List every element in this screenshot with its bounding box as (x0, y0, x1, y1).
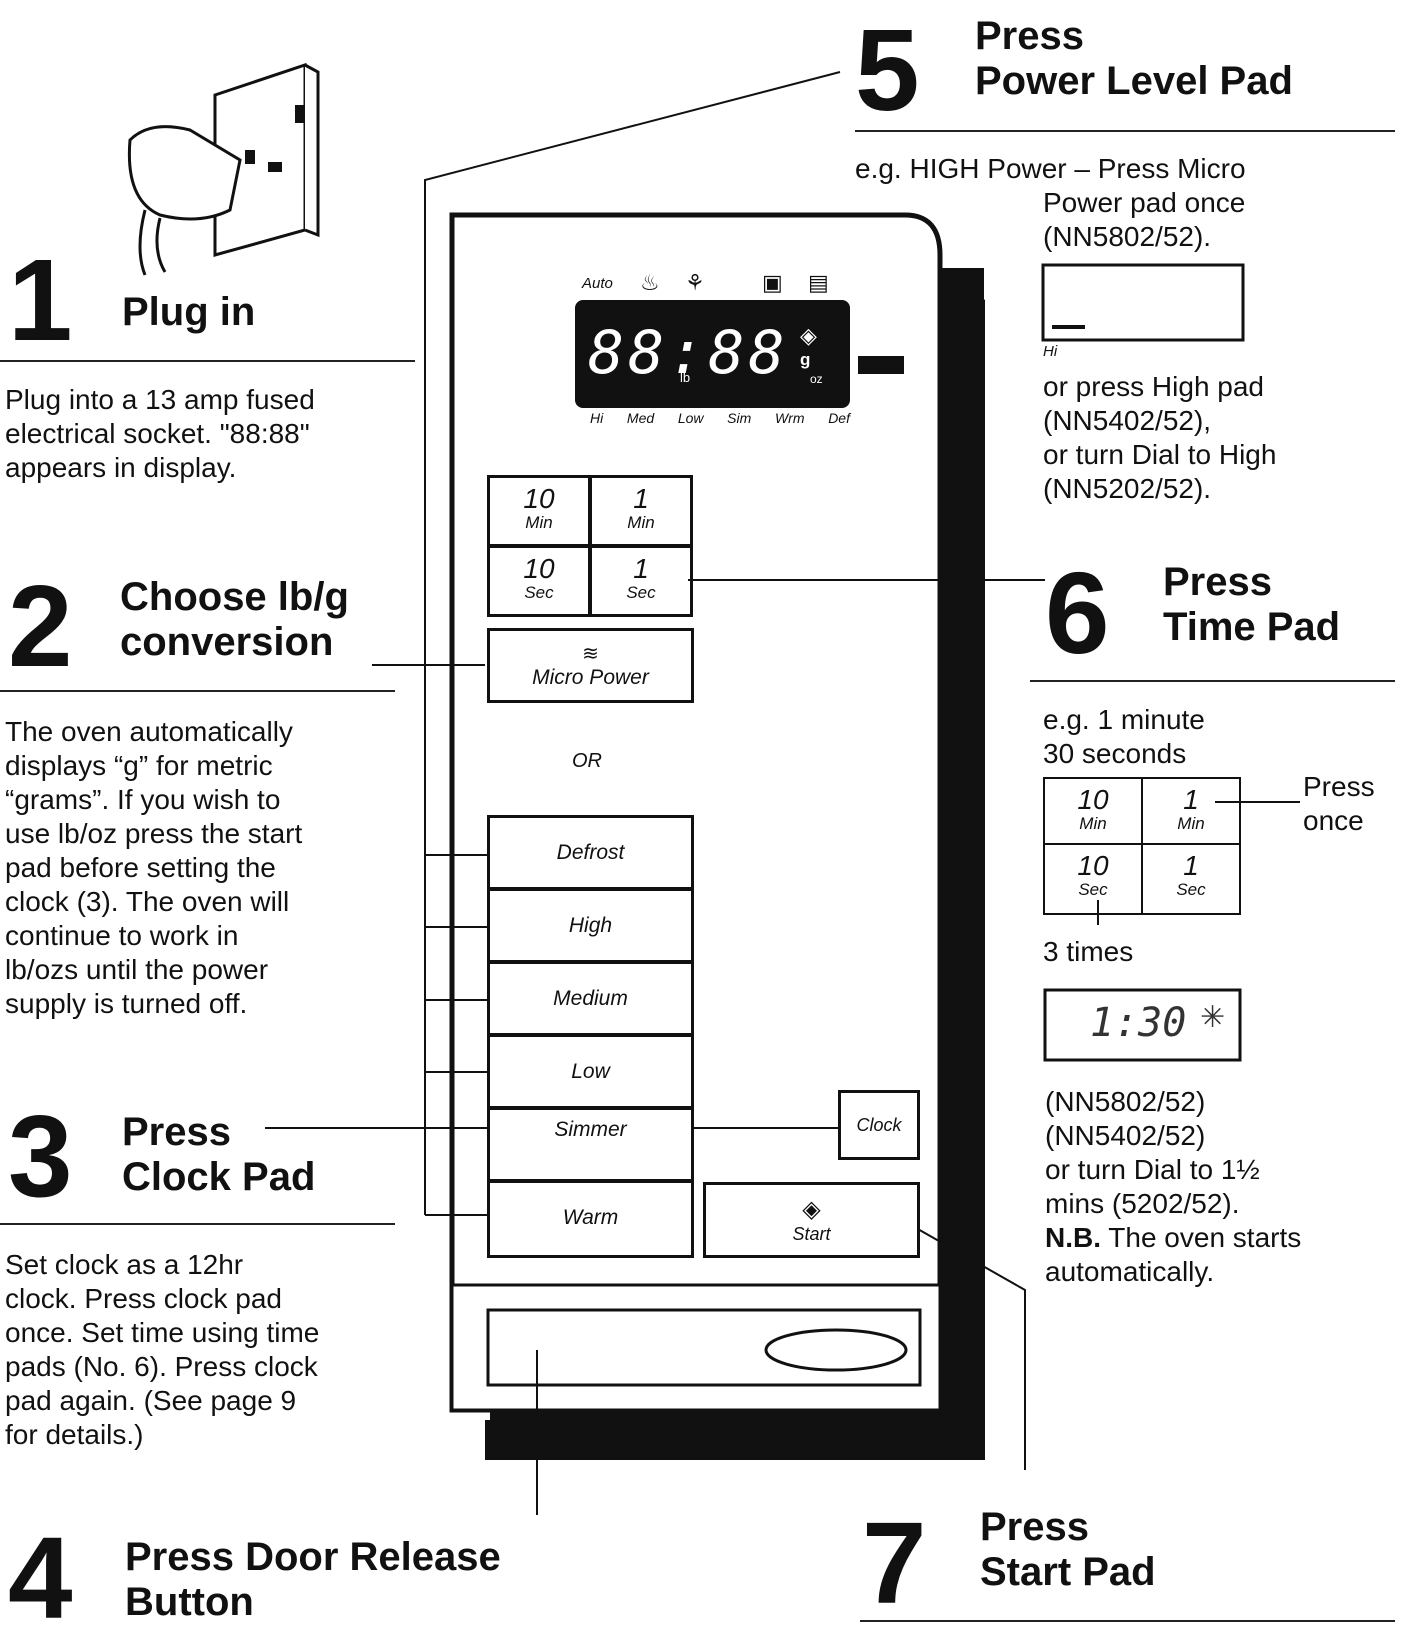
defrost-button[interactable]: Defrost (487, 815, 694, 890)
step-2-number: 2 (8, 561, 72, 691)
start-button[interactable]: ◈ Start (703, 1182, 920, 1258)
step-6-lcd-value: 1:30 (1090, 1000, 1187, 1046)
micro-indicator-icon: ▣ (762, 270, 783, 295)
unit-g: g (800, 350, 811, 369)
combination-indicator-icon: ⚘ (685, 270, 705, 295)
step-3-number: 3 (8, 1091, 72, 1221)
or-label: OR (572, 750, 602, 772)
step-5-rule (855, 130, 1395, 132)
low-button[interactable]: Low (487, 1034, 694, 1109)
high-button[interactable]: High (487, 888, 694, 963)
unit-lb: lb (680, 370, 691, 385)
step-2-rule (0, 690, 395, 692)
step-7-number: 7 (862, 1498, 926, 1628)
step-3-rule (0, 1223, 395, 1225)
step-5-line1: e.g. HIGH Power – Press Micro (855, 153, 1246, 184)
step-5-number: 5 (855, 5, 919, 135)
start-icon: ◈ (802, 1196, 821, 1223)
grill-indicator-icon: ♨ (640, 270, 660, 295)
step-6-number: 6 (1045, 548, 1109, 678)
warm-button[interactable]: Warm (487, 1180, 694, 1258)
step-4-number: 4 (8, 1513, 72, 1643)
simmer-button[interactable]: Simmer (487, 1107, 694, 1182)
start-indicator-icon: ◈ (800, 323, 817, 348)
door-release-button[interactable] (488, 1310, 920, 1385)
step-1-number: 1 (8, 235, 72, 365)
panel-display: 88:88 (588, 318, 789, 388)
step-6-body2: (NN5802/52)(NN5402/52)or turn Dial to 1½… (1045, 1086, 1302, 1287)
step-5-lcd-label: Hi (1043, 343, 1058, 360)
step-6-rule (1030, 680, 1395, 682)
unit-oz: oz (810, 372, 823, 386)
medium-button[interactable]: Medium (487, 961, 694, 1036)
micro-wave-icon: ≋ (582, 643, 599, 665)
step-1-title: Plug in (122, 290, 256, 334)
oven-indicator-icon: ▤ (808, 270, 829, 295)
step-5-body2: or press High pad(NN5402/52),or turn Dia… (1043, 371, 1277, 504)
clock-button[interactable]: Clock (838, 1090, 920, 1160)
auto-indicator: Auto (582, 275, 613, 292)
micro-power-button[interactable]: ≋ Micro Power (487, 628, 694, 703)
step-1-rule (0, 360, 415, 362)
step-5-body: Power pad once(NN5802/52). (1043, 187, 1246, 252)
heat-indicator-icon: ✳ (1200, 1001, 1226, 1034)
step-7-rule (860, 1620, 1395, 1622)
three-times-label: 3 times (1043, 936, 1134, 967)
